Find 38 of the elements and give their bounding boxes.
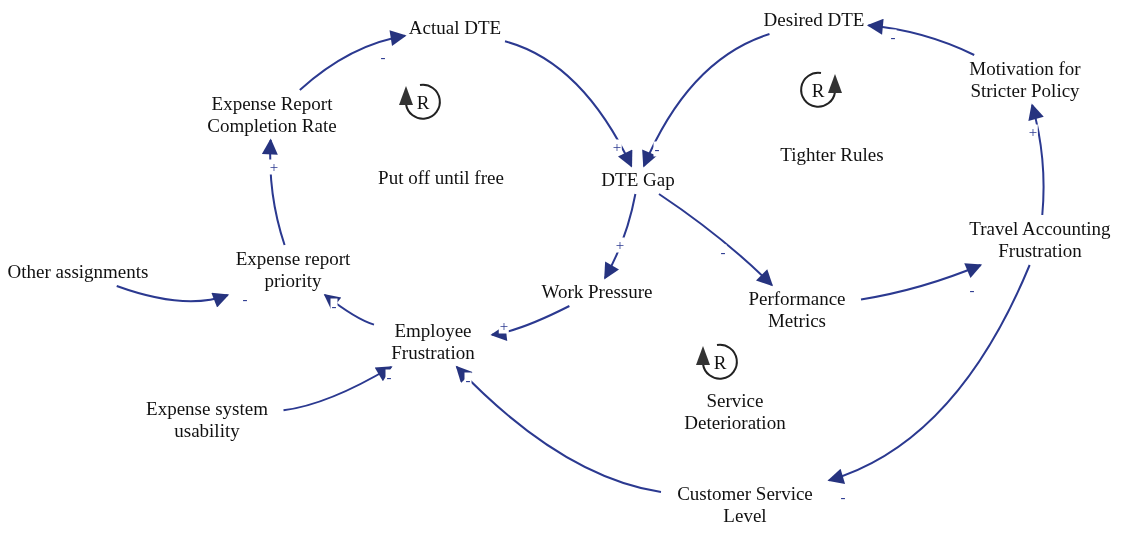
variable-label: Desired DTE	[763, 9, 865, 31]
loop-label: R	[416, 92, 430, 114]
causal-link-arrow	[115, 285, 230, 308]
causal-link-arrow	[282, 366, 393, 412]
variable-label: Actual DTE	[408, 17, 502, 39]
loop-label: Service Deterioration	[683, 390, 787, 434]
loop-label: R	[811, 80, 825, 102]
causal-link-arrow	[866, 18, 976, 56]
causal-link-arrow	[642, 33, 771, 168]
causal-link-arrow	[262, 138, 286, 246]
causal-link-arrow	[827, 264, 1031, 484]
variable-label: Motivation for Stricter Policy	[968, 58, 1082, 102]
variable-label: Performance Metrics	[747, 288, 847, 332]
loop-label: Tighter Rules	[780, 144, 884, 166]
causal-link-arrow	[323, 294, 375, 326]
polarity-sign: +	[611, 139, 623, 155]
causal-link-arrow	[658, 193, 773, 287]
causal-link-arrow	[860, 263, 983, 301]
variable-label: Expense report priority	[234, 248, 352, 292]
causal-link-arrow	[455, 365, 662, 494]
causal-link-arrow	[603, 193, 637, 280]
loop-label: Put off until free	[378, 167, 504, 189]
variable-label: Expense Report Completion Rate	[206, 93, 338, 137]
variable-label: DTE Gap	[601, 169, 675, 191]
causal-link-arrow	[298, 30, 407, 91]
polarity-sign: -	[653, 141, 661, 157]
variable-label: Employee Frustration	[390, 320, 476, 364]
causal-link-arrow	[504, 40, 633, 168]
causal-link-arrow	[490, 305, 571, 341]
variable-label: Other assignments	[7, 261, 149, 283]
causal-link-arrow	[1028, 103, 1045, 216]
variable-label: Expense system usability	[145, 398, 269, 442]
variable-label: Customer Service Level	[676, 483, 814, 527]
variable-label: Work Pressure	[541, 281, 653, 303]
variable-label: Travel Accounting Frustration	[968, 218, 1112, 262]
polarity-sign: +	[268, 159, 280, 175]
polarity-sign: +	[614, 237, 626, 253]
loop-label: R	[713, 352, 727, 374]
